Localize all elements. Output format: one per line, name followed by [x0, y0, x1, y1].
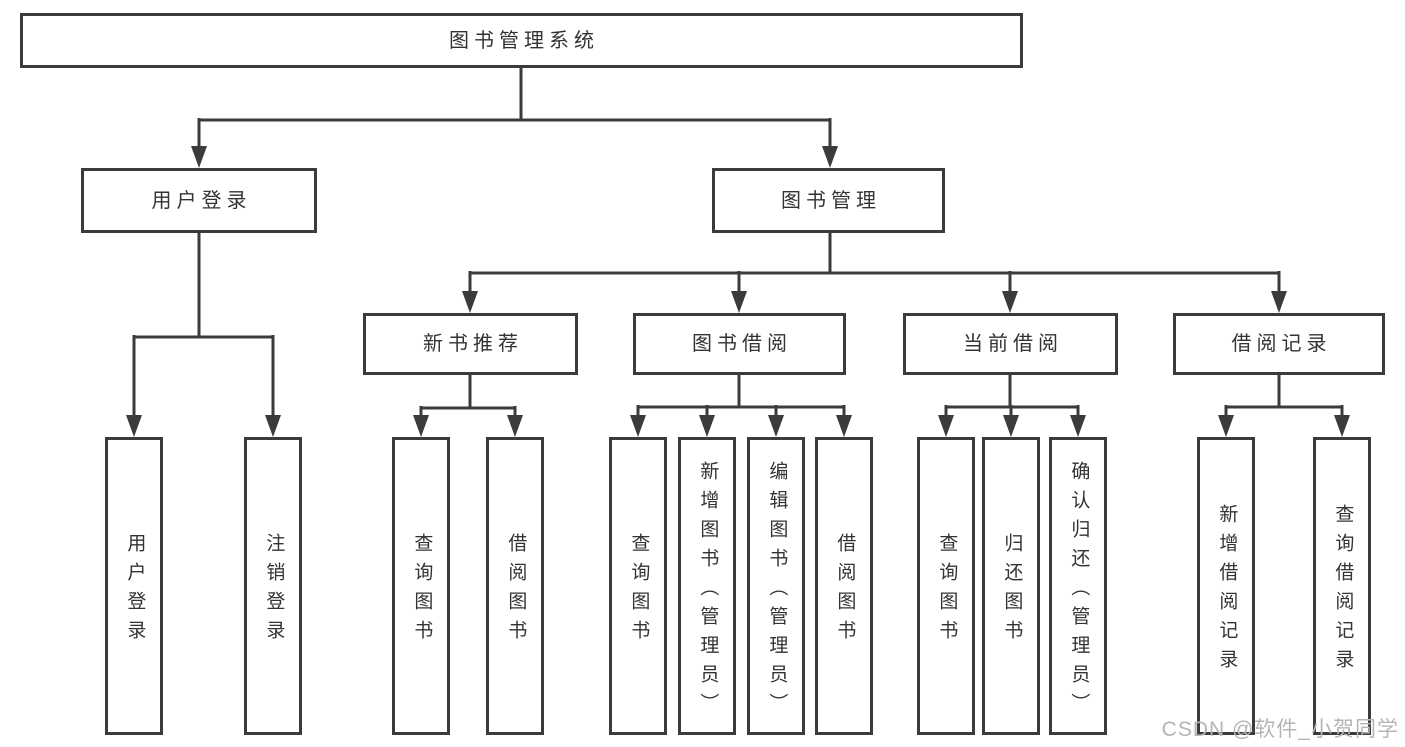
leaf-user-login: 用户登录: [105, 437, 163, 735]
leaf-add-books-admin: 新增图书（管理员）: [678, 437, 736, 735]
leaf-borrow-books: 借阅图书: [815, 437, 873, 735]
leaf-query-books-borrow: 查询图书: [609, 437, 667, 735]
node-label: 查询图书: [411, 533, 433, 649]
node-label: 编辑图书（管理员）: [766, 460, 788, 722]
node-label: 归还图书: [1001, 533, 1023, 649]
leaf-query-borrow-record: 查询借阅记录: [1313, 437, 1371, 735]
node-label: 用户登录: [124, 533, 146, 649]
leaf-add-borrow-record: 新增借阅记录: [1197, 437, 1255, 735]
csdn-watermark: CSDN @软件_小贺同学: [1161, 718, 1399, 741]
node-label: 图书管理: [781, 189, 881, 212]
leaf-logout-login: 注销登录: [244, 437, 302, 735]
leaf-query-books-recommend: 查询图书: [392, 437, 450, 735]
node-label: 查询图书: [936, 533, 958, 649]
node-label: 注销登录: [263, 533, 285, 649]
node-label: 新书推荐: [423, 333, 523, 355]
node-label: 查询图书: [628, 533, 650, 649]
leaf-return-books: 归还图书: [982, 437, 1040, 735]
leaf-confirm-return-admin: 确认归还（管理员）: [1049, 437, 1107, 735]
node-label: 借阅图书: [834, 533, 856, 649]
leaf-borrow-books-recommend: 借阅图书: [486, 437, 544, 735]
node-borrowing-records: 借阅记录: [1173, 313, 1385, 375]
node-label: 图书管理系统: [449, 29, 599, 52]
node-label: 新增图书（管理员）: [697, 460, 719, 722]
node-new-book-recommendation: 新书推荐: [363, 313, 578, 375]
node-label: 查询借阅记录: [1332, 504, 1354, 678]
node-label: 图书借阅: [692, 333, 792, 355]
node-label: 借阅图书: [505, 533, 527, 649]
node-book-management: 图书管理: [712, 168, 945, 233]
leaf-query-books-current: 查询图书: [917, 437, 975, 735]
node-user-login: 用户登录: [81, 168, 317, 233]
node-label: 借阅记录: [1231, 333, 1332, 355]
node-label: 用户登录: [151, 189, 252, 212]
arrowheads: [126, 146, 1350, 437]
node-library-system: 图书管理系统: [20, 13, 1023, 68]
node-label: 当前借阅: [963, 333, 1063, 355]
node-book-borrowing: 图书借阅: [633, 313, 846, 375]
node-label: 新增借阅记录: [1216, 504, 1238, 678]
node-current-borrowing: 当前借阅: [903, 313, 1118, 375]
leaf-edit-books-admin: 编辑图书（管理员）: [747, 437, 805, 735]
node-label: 确认归还（管理员）: [1068, 460, 1090, 722]
